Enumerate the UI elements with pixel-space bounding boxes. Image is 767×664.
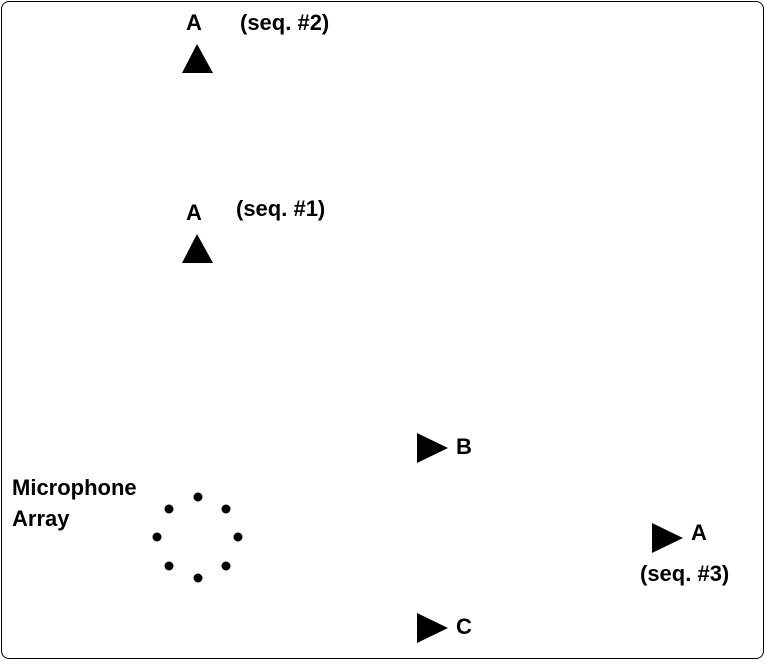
microphone	[193, 573, 203, 583]
microphone	[164, 504, 174, 514]
source-c-label: C	[456, 614, 472, 639]
microphone-array-label-line1: Microphone	[12, 475, 137, 500]
microphone	[152, 532, 162, 542]
microphone	[164, 561, 174, 571]
source-a-seq2-marker	[182, 44, 213, 73]
source-a-seq1-label: A	[186, 200, 202, 225]
source-c-marker	[417, 613, 448, 643]
microphone-array	[152, 492, 243, 583]
source-b-marker	[417, 433, 448, 463]
microphone-array-label-line2: Array	[12, 506, 70, 531]
source-b-label: B	[456, 434, 472, 459]
source-a-seq3-label: A	[691, 520, 707, 545]
microphone	[221, 561, 231, 571]
source-a-seq1-note: (seq. #1)	[236, 196, 326, 221]
microphone	[221, 504, 231, 514]
source-a-seq2-note: (seq. #2)	[240, 10, 330, 35]
source-a-seq3-marker	[652, 523, 683, 553]
source-a-seq2-label: A	[186, 10, 202, 35]
microphone	[233, 532, 243, 542]
source-a-seq1-marker	[182, 234, 213, 263]
microphone	[193, 492, 203, 502]
source-a-seq3-note: (seq. #3)	[640, 561, 730, 586]
